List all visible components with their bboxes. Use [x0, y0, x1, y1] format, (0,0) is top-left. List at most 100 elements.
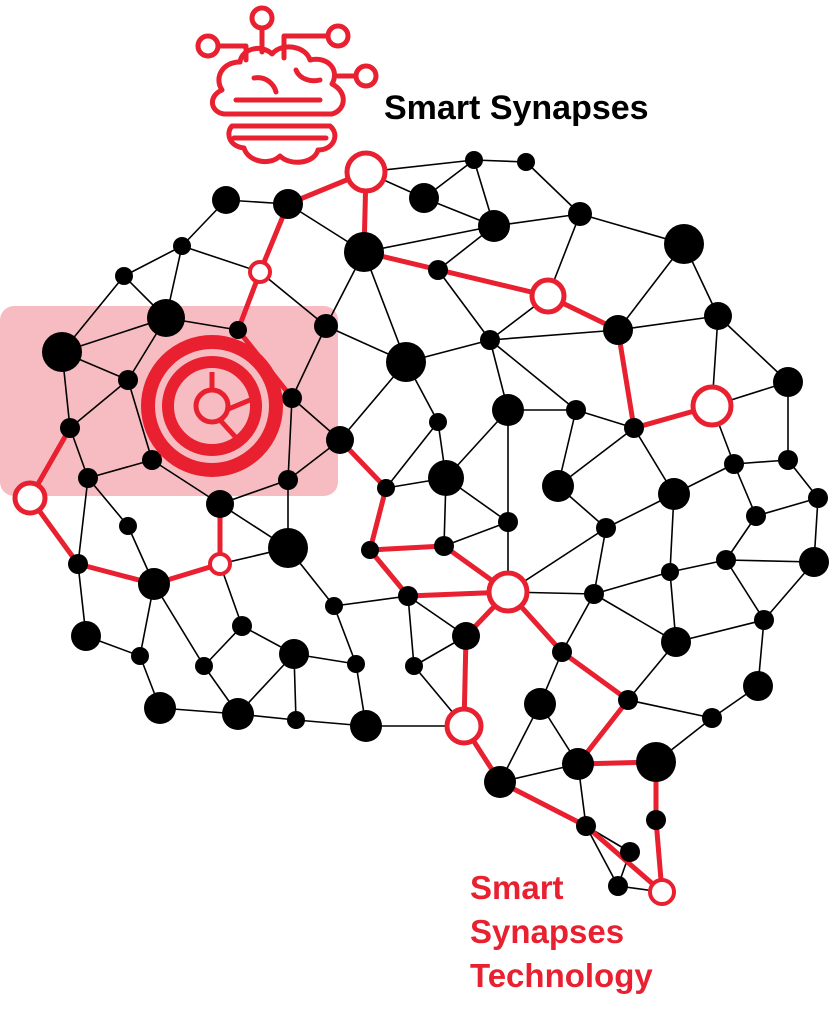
network-edge — [385, 421, 439, 489]
network-edge — [153, 583, 205, 667]
network-node — [661, 627, 691, 657]
network-node — [773, 367, 803, 397]
network-node — [68, 554, 88, 574]
network-edge — [407, 595, 415, 667]
network-node — [147, 299, 185, 337]
network-edge — [725, 559, 765, 621]
page-title: Smart Synapses — [384, 89, 649, 127]
network-node — [118, 370, 138, 390]
network-node — [478, 210, 510, 242]
network-node — [542, 470, 574, 502]
network-node — [624, 418, 644, 438]
network-node — [562, 748, 594, 780]
network-edge — [617, 315, 719, 331]
footer-title-line: Synapses — [470, 913, 625, 950]
network-node — [716, 550, 736, 570]
network-node — [664, 224, 704, 264]
network-node — [618, 690, 638, 710]
network-edge — [561, 593, 595, 653]
network-node — [428, 260, 448, 280]
network-node — [552, 642, 572, 662]
network-node — [287, 711, 305, 729]
network-edge — [69, 379, 129, 429]
network-node — [584, 584, 604, 604]
network-node — [465, 151, 483, 169]
highlighted-node — [648, 878, 676, 906]
network-edge — [181, 245, 261, 273]
network-edge — [489, 329, 619, 341]
network-edge — [77, 477, 89, 565]
network-node — [377, 479, 395, 497]
network-node — [71, 621, 101, 651]
network-node — [386, 342, 426, 382]
network-node — [173, 237, 191, 255]
network-node — [808, 488, 828, 508]
network-node — [279, 639, 309, 669]
highlighted-node — [486, 570, 530, 614]
target-ring-icon — [141, 335, 283, 477]
network-node — [434, 536, 454, 556]
footer-title-line: Technology — [470, 957, 653, 994]
network-edge — [593, 527, 607, 595]
highlighted-node — [344, 150, 388, 194]
network-node — [484, 766, 516, 798]
network-node — [206, 490, 234, 518]
network-node — [115, 267, 133, 285]
network-node — [646, 810, 666, 830]
network-node — [195, 657, 213, 675]
network-node — [778, 450, 798, 470]
network-node — [799, 547, 829, 577]
highlighted-edge — [497, 779, 589, 829]
network-node — [222, 698, 254, 730]
network-edge — [291, 325, 327, 399]
network-node — [138, 568, 170, 600]
network-edge — [87, 459, 153, 479]
network-node — [603, 315, 633, 345]
highlighted-edge — [615, 327, 637, 431]
network-node — [142, 450, 162, 470]
network-node — [452, 622, 480, 650]
network-node — [347, 655, 365, 673]
network-node — [60, 418, 80, 438]
network-edge — [627, 699, 713, 719]
network-edge — [127, 379, 153, 461]
network-edge — [755, 497, 819, 517]
network-node — [144, 692, 176, 724]
network-node — [405, 657, 423, 675]
network-node — [212, 186, 240, 214]
network-edge — [575, 409, 635, 429]
network-edge — [675, 619, 765, 643]
network-node — [724, 454, 744, 474]
highlighted-node — [444, 706, 484, 746]
network-edge — [87, 477, 129, 527]
network-node — [344, 232, 384, 272]
network-node — [325, 597, 343, 615]
highlighted-node — [690, 384, 734, 428]
network-edge — [593, 571, 671, 595]
network-node — [42, 332, 82, 372]
network-node — [326, 426, 354, 454]
network-node — [232, 616, 252, 636]
network-node — [566, 400, 586, 420]
network-edge — [717, 315, 789, 383]
network-node — [273, 189, 303, 219]
highlighted-edge — [367, 543, 447, 553]
network-node — [743, 671, 773, 701]
network-node — [596, 518, 616, 538]
network-node — [498, 512, 518, 532]
network-node — [620, 842, 640, 862]
footer-title-line: Smart — [470, 869, 564, 906]
network-edge — [443, 521, 509, 547]
footer-title: Smart Synapses Technology — [470, 866, 653, 998]
highlighted-edge — [361, 249, 551, 299]
network-node — [658, 478, 690, 510]
network-node — [661, 563, 679, 581]
network-node — [350, 710, 382, 742]
network-edge — [333, 605, 357, 665]
brain-circuit-icon — [195, 5, 379, 165]
network-node — [119, 517, 137, 535]
network-node — [754, 610, 774, 630]
network-node — [361, 541, 379, 559]
highlighted-node — [208, 552, 232, 576]
